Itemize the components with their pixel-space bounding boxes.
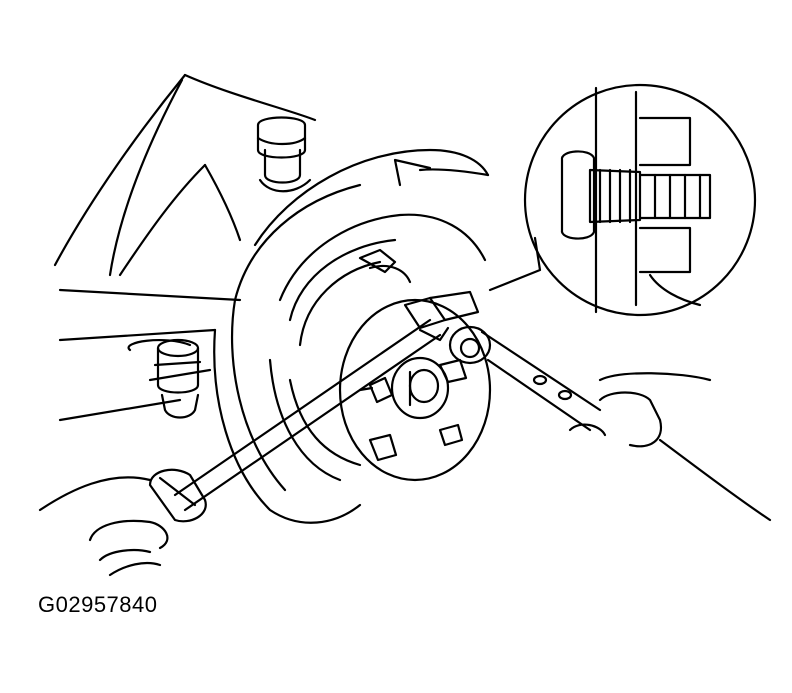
box-wrench	[448, 325, 602, 432]
stud-detail-callout	[488, 83, 757, 317]
strut-upper	[256, 116, 312, 193]
wheel-studs	[358, 358, 468, 462]
wheel-hub	[338, 298, 492, 482]
socket-end	[148, 468, 207, 523]
backing-plate	[213, 148, 490, 524]
brake-assembly	[268, 213, 487, 482]
left-hand	[38, 476, 169, 577]
right-hand	[568, 372, 772, 522]
vehicle-body-outline	[53, 73, 317, 277]
breaker-bar	[173, 290, 480, 512]
figure-code: G02957840	[38, 592, 158, 617]
lower-arm	[58, 288, 242, 422]
ball-joint	[153, 338, 202, 419]
